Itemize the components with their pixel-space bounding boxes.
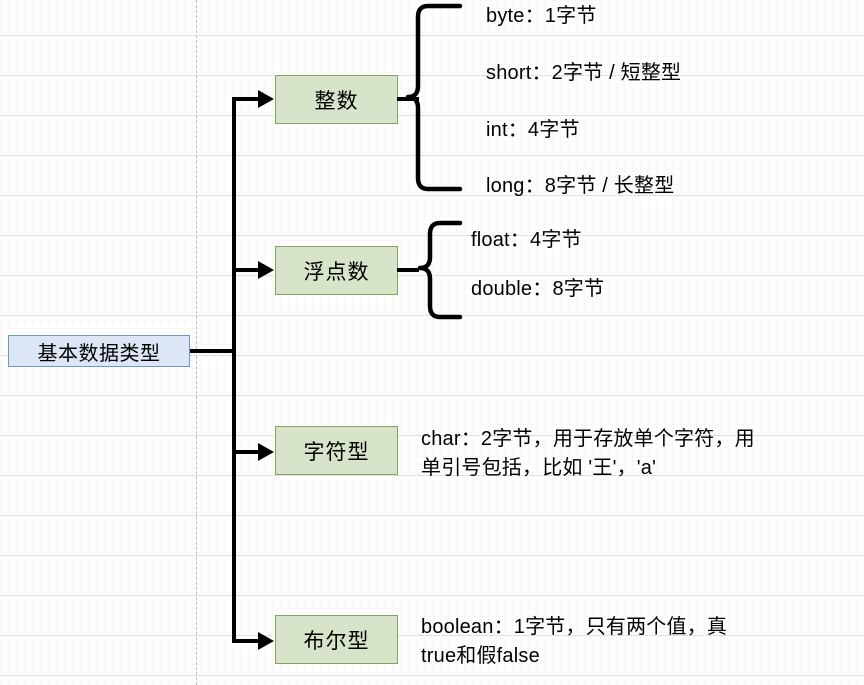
- connector-root-stem: [190, 349, 236, 353]
- leaf-long: long：8字节 / 长整型: [486, 175, 675, 197]
- page-boundary-guide: [196, 0, 197, 685]
- leaf-float: float：4字节: [471, 229, 582, 251]
- node-branch-char-label: 字符型: [303, 440, 370, 464]
- connector-integer-to-brace: [397, 97, 419, 101]
- node-root-basic-data-types[interactable]: 基本数据类型: [8, 335, 190, 367]
- leaf-boolean-description: boolean：1字节，只有两个值，真 true和假false: [421, 616, 728, 667]
- leaf-short: short：2字节 / 短整型: [486, 62, 682, 84]
- leaf-int: int：4字节: [486, 119, 580, 141]
- connector-trunk: [232, 99, 236, 641]
- node-branch-char[interactable]: 字符型: [275, 426, 398, 475]
- arrowhead-branch-char: [258, 443, 274, 461]
- node-branch-integer-label: 整数: [314, 89, 359, 113]
- node-branch-float[interactable]: 浮点数: [275, 246, 398, 295]
- leaf-byte: byte：1字节: [486, 5, 597, 27]
- arrowhead-branch-float: [258, 261, 274, 279]
- connector-branch-integer: [232, 97, 262, 101]
- leaf-char-description: char：2字节，用于存放单个字符，用 单引号包括，比如 '王'，'a': [421, 428, 755, 479]
- connector-branch-char: [232, 450, 262, 454]
- connector-branch-float: [232, 268, 262, 272]
- arrowhead-branch-integer: [258, 90, 274, 108]
- node-branch-float-label: 浮点数: [303, 260, 370, 284]
- node-branch-integer[interactable]: 整数: [275, 75, 398, 124]
- connector-float-to-brace: [397, 268, 419, 272]
- leaf-double: double：8字节: [471, 278, 605, 300]
- node-branch-boolean[interactable]: 布尔型: [275, 615, 398, 664]
- node-root-label: 基本数据类型: [37, 342, 161, 365]
- node-branch-boolean-label: 布尔型: [303, 629, 370, 653]
- connector-branch-boolean: [232, 639, 262, 643]
- brace-float: [417, 220, 463, 320]
- arrowhead-branch-boolean: [258, 632, 274, 650]
